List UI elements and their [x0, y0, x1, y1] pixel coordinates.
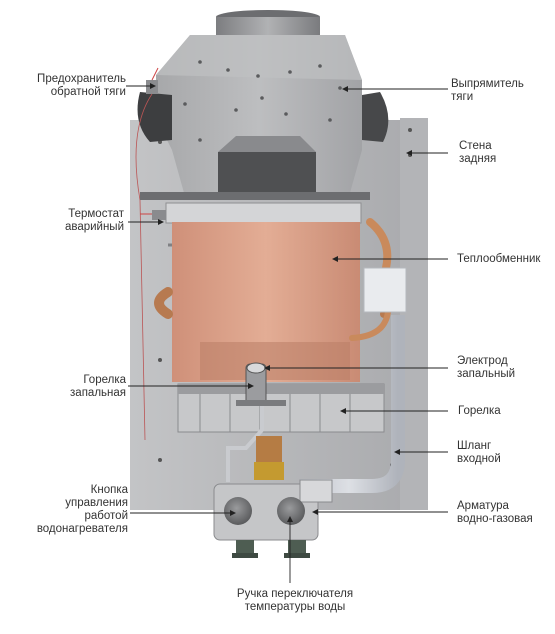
emergency-thermostat — [140, 210, 166, 220]
label-draft-stabilizer: Выпрямитель тяги — [451, 78, 524, 103]
gas-feed — [226, 406, 284, 482]
label-ignition-electrode: Электрод запальный — [457, 355, 516, 380]
label-emergency-thermostat: Термостат аварийный — [64, 208, 124, 233]
label-heat-exchanger: Теплообменник — [457, 253, 541, 265]
label-control-button: Кнопка управления работой водонагревател… — [36, 484, 128, 535]
leader-arrowheads — [150, 83, 412, 522]
label-water-gas-valve: Арматура водно-газовая — [457, 500, 533, 525]
label-back-wall: Стена задняя — [459, 140, 497, 165]
label-inlet-hose: Шланг входной — [457, 440, 501, 465]
burner — [177, 383, 385, 433]
label-burner: Горелка — [458, 405, 501, 417]
leader-lines — [126, 85, 448, 583]
inlet-hose — [300, 267, 407, 493]
heat-exchanger — [172, 222, 360, 382]
ignition-electrode — [236, 362, 286, 406]
label-draft-fuse: Предохранитель обратной тяги — [37, 73, 126, 98]
label-temperature-knob: Ручка переключателя температуры воды — [236, 588, 354, 613]
water-gas-valve — [213, 479, 333, 558]
label-pilot-burner: Горелка запальная — [70, 374, 126, 399]
flue-collar — [216, 10, 320, 37]
